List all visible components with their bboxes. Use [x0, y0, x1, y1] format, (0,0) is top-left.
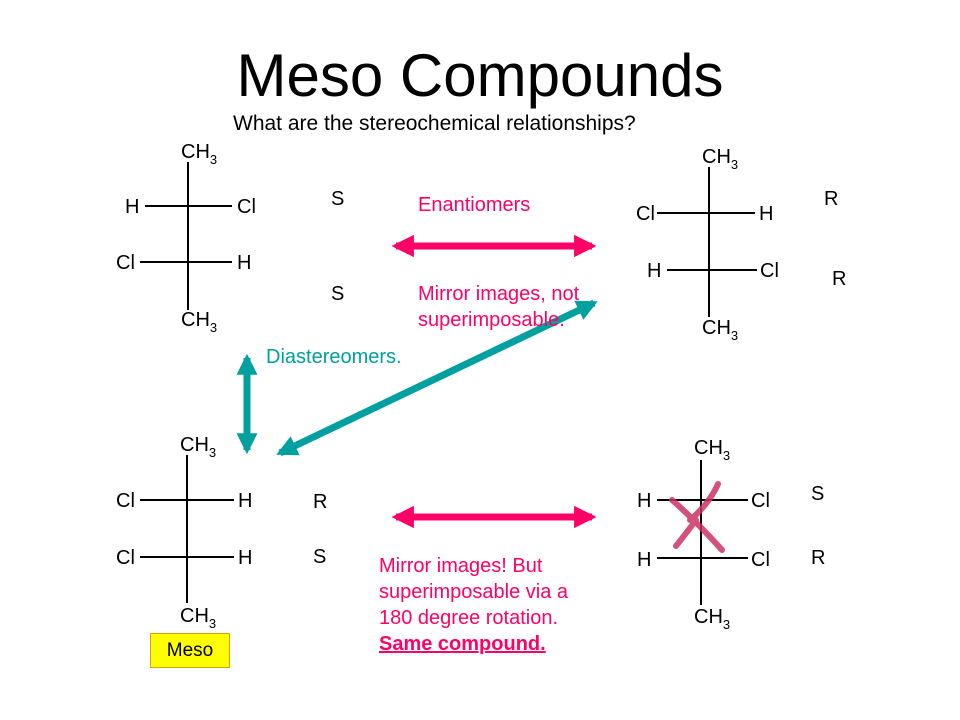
diastereomer-diagonal-arrow	[276, 299, 598, 457]
atom-row2-right: H	[237, 252, 251, 274]
atom-row2-right: H	[238, 547, 252, 569]
atom-row1-left: H	[125, 196, 139, 218]
diastereomers-label: Diastereomers.	[266, 346, 402, 368]
superimposable-text: Mirror images! But superimposable via a …	[379, 555, 568, 629]
atom-row1-left: Cl	[116, 490, 135, 512]
page-title: Meso Compounds	[236, 42, 724, 109]
ch3-bottom: CH3	[702, 317, 738, 343]
atom-row1-right: Cl	[237, 196, 256, 218]
molecule-top-right: CH3 Cl H H Cl CH3	[636, 146, 779, 343]
mirror-not-superimposable-note: Mirror images, not superimposable.	[418, 283, 580, 331]
atom-row2-right: Cl	[760, 260, 779, 282]
config-bottom-left-1: R	[313, 491, 328, 513]
atom-row2-left: H	[647, 260, 661, 282]
config-top-right-2: R	[832, 268, 847, 290]
atom-row2-left: H	[637, 549, 651, 571]
ch3-top: CH3	[702, 146, 738, 172]
ch3-bottom: CH3	[181, 309, 217, 335]
atom-row1-left: H	[637, 490, 651, 512]
atom-row1-right: H	[238, 490, 252, 512]
config-top-right-1: R	[824, 188, 839, 210]
same-compound-text: Same compound.	[379, 633, 546, 655]
atom-row1-right: H	[759, 203, 773, 225]
meso-label: Meso	[150, 633, 230, 668]
config-bottom-left-2: S	[313, 546, 327, 568]
enantiomers-label: Enantiomers	[418, 194, 531, 216]
ch3-top: CH3	[694, 437, 730, 463]
config-bottom-right-1: S	[811, 483, 825, 505]
molecule-top-left: CH3 H Cl Cl H CH3	[116, 141, 256, 335]
atom-row2-left: Cl	[116, 252, 135, 274]
atom-row1-left: Cl	[636, 203, 655, 225]
config-top-left-1: S	[331, 188, 345, 210]
superimposable-note: Mirror images! But superimposable via a …	[379, 553, 604, 657]
atom-row2-right: Cl	[751, 549, 770, 571]
config-bottom-right-2: R	[811, 547, 826, 569]
atom-row2-left: Cl	[116, 547, 135, 569]
subtitle: What are the stereochemical relationship…	[233, 112, 636, 135]
cross-mark-icon	[669, 481, 725, 553]
ch3-top: CH3	[181, 141, 217, 167]
ch3-top: CH3	[180, 434, 216, 460]
ch3-bottom: CH3	[694, 606, 730, 632]
config-top-left-2: S	[331, 283, 345, 305]
ch3-bottom: CH3	[180, 605, 216, 631]
atom-row1-right: Cl	[751, 490, 770, 512]
molecule-bottom-left: CH3 Cl H Cl H CH3	[116, 434, 252, 631]
molecule-bottom-right: CH3 H Cl H Cl CH3	[637, 437, 770, 632]
